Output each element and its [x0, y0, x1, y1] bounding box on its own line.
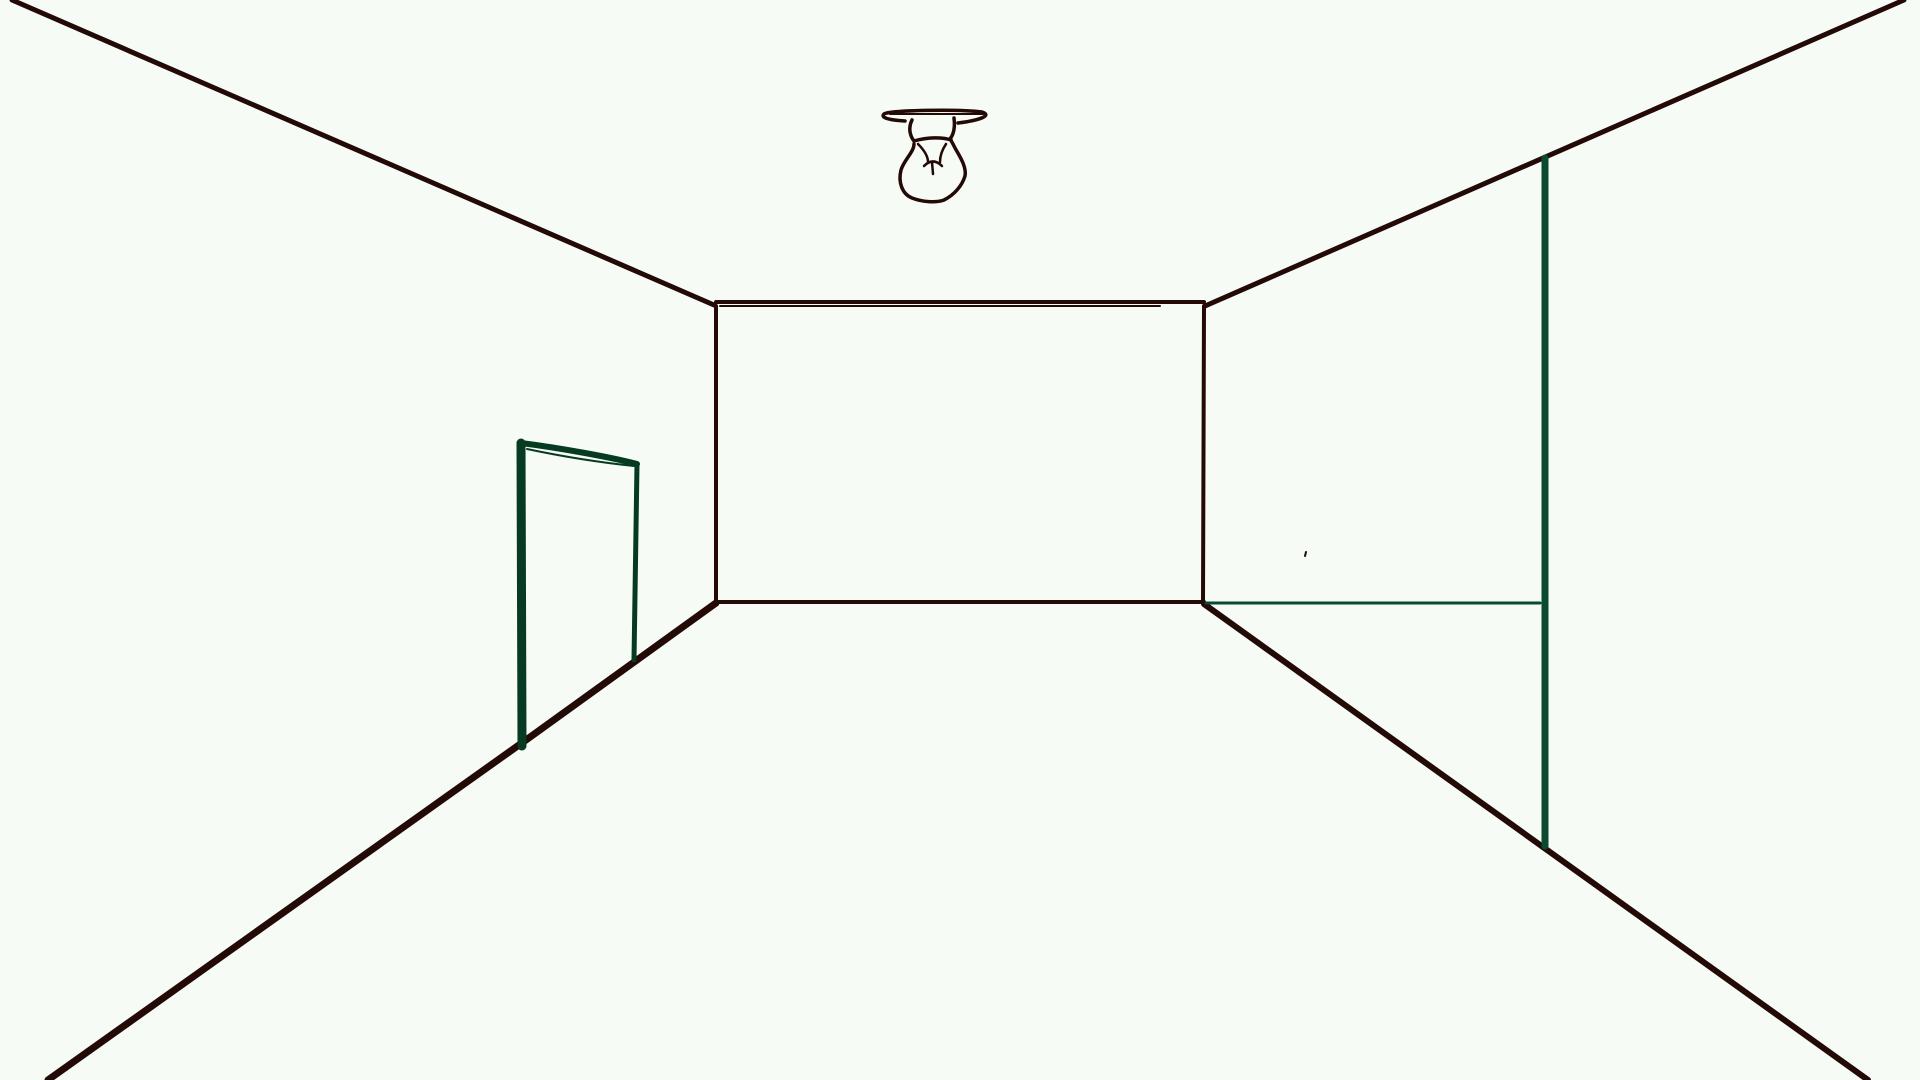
door-left-post	[516, 438, 527, 751]
light-socket-right	[948, 116, 957, 141]
door-right-post	[631, 461, 640, 663]
light-filament-left	[916, 142, 930, 164]
ceiling-edge-left	[9, 0, 717, 308]
back-wall-right-edge	[1201, 304, 1206, 604]
door-top-frame	[518, 440, 640, 467]
light-socket-band	[912, 136, 953, 143]
floor-edge-right	[1201, 601, 1871, 1080]
stray-mark	[1304, 551, 1307, 557]
ceiling-edge-right	[1202, 0, 1907, 309]
light-bulb-glass	[898, 138, 968, 204]
right-wall-panel	[1204, 154, 1549, 850]
door	[516, 438, 640, 751]
light-fixture-plate	[881, 108, 988, 125]
back-wall	[714, 300, 1206, 604]
light-filament-right	[938, 142, 948, 164]
door-top-frame-inner	[526, 448, 635, 467]
light-filament-center	[922, 160, 944, 176]
light-bulb-icon	[881, 108, 988, 204]
